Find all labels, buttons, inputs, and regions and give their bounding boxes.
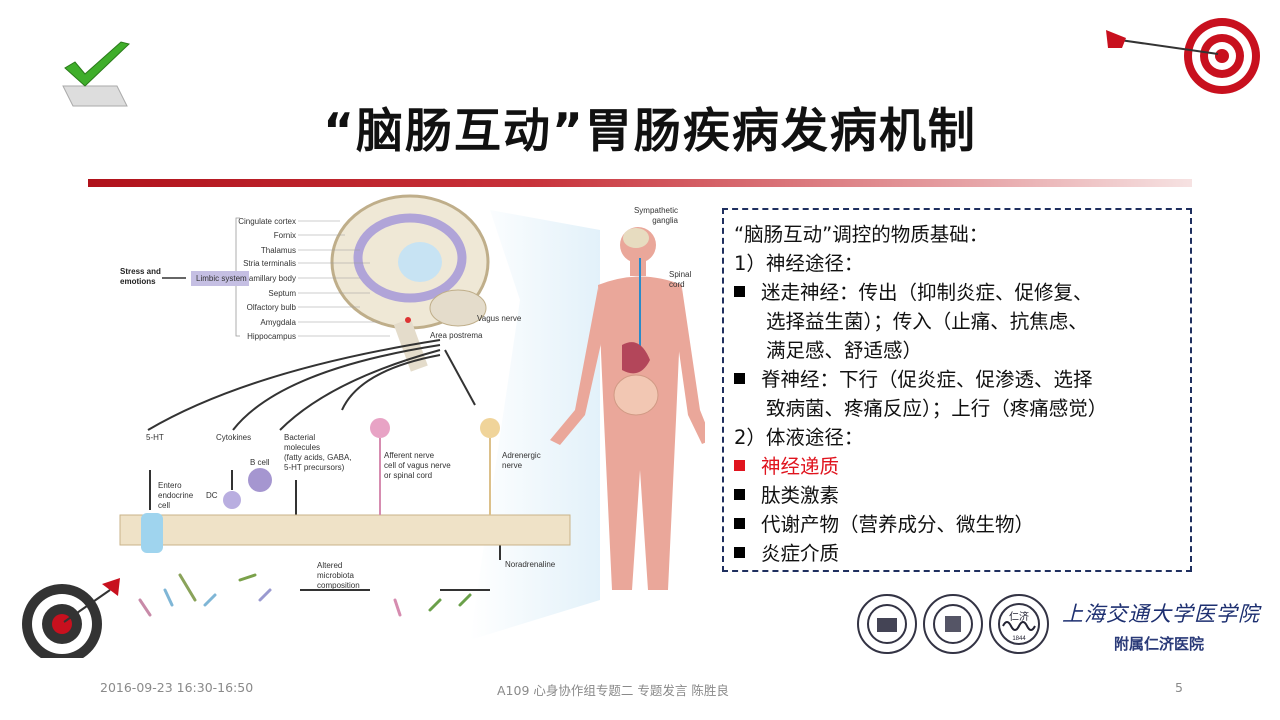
- mechanism-textbox: “脑肠互动”调控的物质基础： 1）神经途径： 迷走神经：传出（抑制炎症、促修复、…: [722, 208, 1192, 572]
- label-afferent-1: Afferent nerve: [384, 451, 435, 460]
- label-afferent-3: or spinal cord: [384, 471, 432, 480]
- label-bacterial-2: molecules: [284, 443, 320, 452]
- label-amygdala: Amygdala: [260, 318, 296, 327]
- footer-datetime: 2016-09-23 16:30-16:50: [100, 680, 254, 695]
- label-stress: Stress and: [120, 267, 161, 276]
- bullet-icon: [734, 460, 745, 471]
- vagus-line-3: 满足感、舒适感）: [766, 339, 923, 362]
- bullet-icon: [734, 489, 745, 500]
- item-label: 代谢产物（营养成分、微生物）: [761, 513, 1035, 536]
- section-neural: 1）神经途径：: [734, 252, 864, 275]
- label-entero-3: cell: [158, 501, 170, 510]
- label-olfactory-bulb: Olfactory bulb: [247, 303, 297, 312]
- label-cord: cord: [669, 280, 685, 289]
- vagus-item: 迷走神经：传出（抑制炎症、促修复、: [734, 276, 1093, 305]
- label-vagus-nerve: Vagus nerve: [477, 314, 522, 323]
- medical-school-seal: [945, 616, 961, 632]
- renji-seal-year: 1844: [1012, 636, 1026, 642]
- b-cell: [248, 468, 272, 492]
- label-b-cell: B cell: [250, 458, 270, 467]
- item-label: 神经递质: [761, 455, 840, 478]
- bullet-icon: [734, 547, 745, 558]
- target-dart-icon: [1106, 18, 1260, 94]
- spinal-line-1: 脊神经：下行（促炎症、促渗透、选择: [761, 368, 1093, 391]
- label-afferent-2: cell of vagus nerve: [384, 461, 451, 470]
- label-bacterial-1: Bacterial: [284, 433, 315, 442]
- footer-session: A109 心身协作组专题二 专题发言 陈胜良: [497, 683, 729, 698]
- item-label: 炎症介质: [761, 542, 840, 565]
- box-heading: “脑肠互动”调控的物质基础：: [734, 223, 989, 246]
- university-seals: 仁济 1844: [857, 594, 1049, 654]
- title-divider: [88, 179, 1192, 187]
- label-bacterial-3: (fatty acids, GABA,: [284, 453, 352, 462]
- human-body-illustration: [550, 227, 705, 590]
- afferent-neuron: [370, 418, 390, 438]
- label-dc: DC: [206, 491, 218, 500]
- label-thalamus: Thalamus: [261, 246, 296, 255]
- label-adrenergic-2: nerve: [502, 461, 523, 470]
- item-label: 肽类激素: [761, 484, 840, 507]
- brain-gut-diagram: Cingulate cortex Fornix Thalamus Stria t…: [119, 194, 705, 640]
- label-spinal: Spinal: [669, 270, 691, 279]
- limbic-system-box: [191, 271, 249, 286]
- label-ganglia: ganglia: [652, 216, 678, 225]
- target-dart-icon-bottom: [22, 574, 132, 658]
- sjtu-seal: [877, 618, 897, 632]
- checkmark-icon: [62, 41, 131, 107]
- humoral-item-neurotransmitter: 神经递质: [734, 450, 839, 479]
- label-fornix: Fornix: [274, 231, 296, 240]
- label-mamillary-body: Mamillary body: [242, 274, 296, 283]
- gut-epithelium: [119, 513, 571, 553]
- label-entero-1: Entero: [158, 481, 182, 490]
- adrenergic-neuron: [480, 418, 500, 438]
- label-entero-2: endocrine: [158, 491, 194, 500]
- label-stria-terminalis: Stria terminalis: [243, 259, 296, 268]
- humoral-item-metabolite: 代谢产物（营养成分、微生物）: [734, 508, 1034, 537]
- vagus-line-1: 迷走神经：传出（抑制炎症、促修复、: [761, 281, 1093, 304]
- humoral-item-peptide: 肽类激素: [734, 479, 839, 508]
- spinal-item: 脊神经：下行（促炎症、促渗透、选择: [734, 363, 1093, 392]
- hospital-logo-text: 附属仁济医院: [1114, 635, 1205, 653]
- bullet-icon: [734, 286, 745, 297]
- label-emotions: emotions: [120, 277, 156, 286]
- school-logo-text: 上海交通大学医学院: [1062, 602, 1260, 626]
- label-limbic-system: Limbic system: [196, 274, 247, 283]
- bullet-icon: [734, 518, 745, 529]
- label-altered-3: composition: [317, 581, 360, 590]
- label-bacterial-4: 5-HT precursors): [284, 463, 345, 472]
- vagus-line-2: 选择益生菌）；传入（止痛、抗焦虑、: [766, 310, 1088, 333]
- dendritic-cell: [223, 491, 241, 509]
- label-cytokines: Cytokines: [216, 433, 251, 442]
- label-cingulate-cortex: Cingulate cortex: [238, 217, 296, 226]
- label-noradrenaline: Noradrenaline: [505, 560, 556, 569]
- label-septum: Septum: [268, 289, 296, 298]
- spinal-line-2: 致病菌、疼痛反应）；上行（疼痛感觉）: [766, 397, 1108, 420]
- renji-seal-text: 仁济: [1009, 610, 1029, 623]
- bullet-icon: [734, 373, 745, 384]
- microbiota: [138, 573, 472, 617]
- slide-title: “脑肠互动”胃肠疾病发病机制: [323, 104, 977, 159]
- humoral-item-inflammatory: 炎症介质: [734, 537, 839, 566]
- label-5ht: 5-HT: [146, 433, 164, 442]
- label-hippocampus: Hippocampus: [247, 332, 296, 341]
- label-sympathetic: Sympathetic: [634, 206, 678, 215]
- section-humoral: 2）体液途径：: [734, 426, 864, 449]
- label-area-postrema: Area postrema: [430, 331, 483, 340]
- label-altered-2: microbiota: [317, 571, 354, 580]
- label-altered-1: Altered: [317, 561, 342, 570]
- page-number: 5: [1175, 680, 1183, 695]
- label-adrenergic-1: Adrenergic: [502, 451, 541, 460]
- brain-part-labels: Cingulate cortex Fornix Thalamus Stria t…: [235, 217, 390, 341]
